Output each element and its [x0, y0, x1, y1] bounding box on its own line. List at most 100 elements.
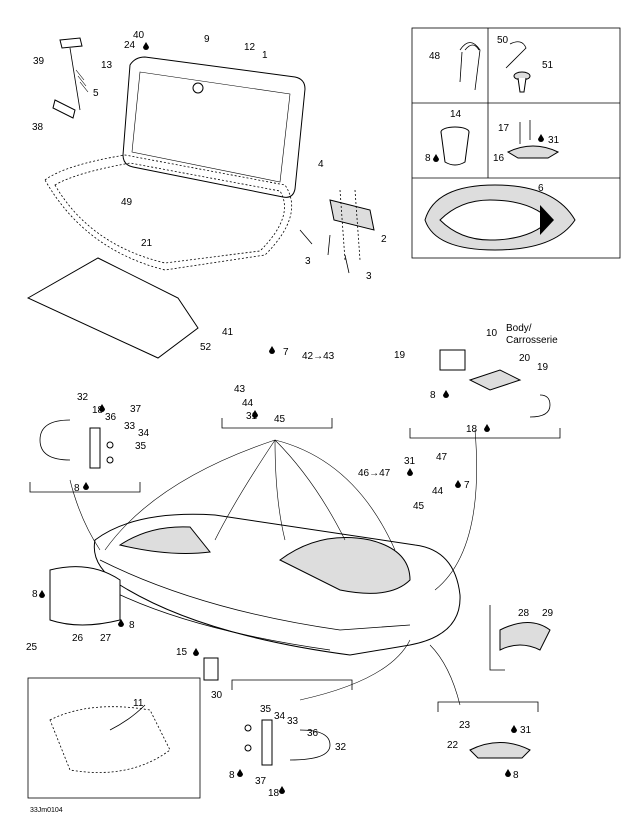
callout-34a: 34	[138, 428, 150, 439]
drop-icon	[39, 590, 45, 598]
cleat-part	[506, 120, 560, 159]
drop-icon	[193, 648, 199, 656]
drop-icon	[443, 390, 449, 398]
callout-47: 47	[436, 452, 448, 463]
rear-bumper	[49, 566, 121, 626]
cup-holder-part	[440, 126, 470, 166]
storage-lid	[122, 56, 306, 198]
callout-12: 12	[244, 42, 256, 53]
callout-45a: 45	[274, 414, 286, 425]
callout-32b: 32	[335, 742, 347, 753]
callout-8f: 8	[229, 770, 235, 781]
push-rivet-part	[513, 71, 531, 93]
callout-8g: 8	[513, 770, 519, 781]
drop-icon	[252, 410, 258, 418]
drop-icon	[433, 154, 439, 162]
callout-2: 2	[381, 234, 387, 245]
callout-36b: 36	[307, 728, 319, 739]
callout-20: 20	[519, 353, 531, 364]
callout-35b: 35	[260, 704, 272, 715]
watercraft-hull	[93, 513, 461, 656]
drop-icon	[118, 619, 124, 627]
drop-icon	[269, 346, 275, 354]
callout-18a: 18	[92, 405, 104, 416]
callout-43: 43	[234, 384, 246, 395]
callout-22: 22	[447, 740, 459, 751]
callout-50: 50	[497, 35, 509, 46]
tie-strap-part	[505, 41, 527, 69]
callout-4: 4	[318, 159, 324, 170]
callout-19a: 19	[394, 350, 406, 361]
drop-icons	[39, 42, 544, 794]
callout-41: 41	[222, 327, 234, 338]
drop-icon	[538, 134, 544, 142]
drop-icon	[83, 482, 89, 490]
inset-grid	[411, 27, 621, 259]
callout-34b: 34	[274, 711, 286, 722]
callout-45b: 45	[413, 501, 425, 512]
callout-48: 48	[429, 51, 441, 62]
boat-top-view	[424, 184, 576, 251]
drop-icon	[505, 769, 511, 777]
callout-11: 11	[133, 698, 144, 709]
drop-icon	[279, 786, 285, 794]
callout-19b: 19	[537, 362, 549, 373]
drop-icon	[511, 725, 517, 733]
rub-bracket	[499, 622, 551, 651]
drop-icon	[484, 424, 490, 432]
callout-21: 21	[141, 238, 153, 249]
callout-13: 13	[101, 60, 113, 71]
callout-8c: 8	[74, 483, 80, 494]
callout-32a: 32	[77, 392, 89, 403]
callout-25: 25	[26, 642, 38, 653]
callout-labels: 1 2 3 3 4 5 6 7 7 8 8 8 8 8 8 8 8 9 10 1…	[26, 30, 560, 814]
drop-icon	[407, 468, 413, 476]
drop-icon	[455, 480, 461, 488]
drop-icon	[99, 404, 105, 412]
u-bolt-bottom	[244, 719, 331, 766]
callout-35a: 35	[135, 441, 147, 452]
hinge-parts	[52, 37, 89, 119]
inset-bottom-left	[27, 677, 201, 799]
callout-44a: 44	[242, 398, 254, 409]
callout-10: 10	[486, 328, 498, 339]
callout-26: 26	[72, 633, 84, 644]
callout-33a: 33	[124, 421, 136, 432]
latch-bracket	[299, 189, 375, 274]
callout-44b: 44	[432, 486, 444, 497]
callout-8a: 8	[425, 153, 431, 164]
callout-46: 46→47	[358, 468, 391, 479]
callout-16: 16	[493, 153, 505, 164]
callout-33b: 33	[287, 716, 299, 727]
body-label-line2: Carrosserie	[506, 335, 558, 346]
callout-36a: 36	[105, 412, 117, 423]
callout-30: 30	[211, 690, 223, 701]
callout-39: 39	[33, 56, 45, 67]
callout-3b: 3	[366, 271, 372, 282]
callout-28: 28	[518, 608, 530, 619]
callout-6: 6	[538, 183, 544, 194]
callout-17: 17	[498, 123, 510, 134]
callout-5: 5	[93, 88, 99, 99]
callout-51: 51	[542, 60, 554, 71]
callout-18b: 18	[466, 424, 478, 435]
callout-31a: 31	[548, 135, 560, 146]
callout-15: 15	[176, 647, 188, 658]
callout-14: 14	[450, 109, 462, 120]
callout-1: 1	[262, 50, 268, 61]
strap-part	[459, 42, 481, 91]
callout-23: 23	[459, 720, 471, 731]
callout-31b: 31	[246, 411, 258, 422]
bow-cleat	[469, 742, 531, 759]
callout-8e: 8	[129, 620, 135, 631]
callout-40: 40	[133, 30, 145, 41]
callout-18c: 18	[268, 788, 280, 799]
callout-37b: 37	[255, 776, 267, 787]
callout-31c: 31	[404, 456, 416, 467]
callout-31d: 31	[520, 725, 532, 736]
callout-27: 27	[100, 633, 112, 644]
callout-24: 24	[124, 40, 136, 51]
callout-49: 49	[121, 197, 133, 208]
